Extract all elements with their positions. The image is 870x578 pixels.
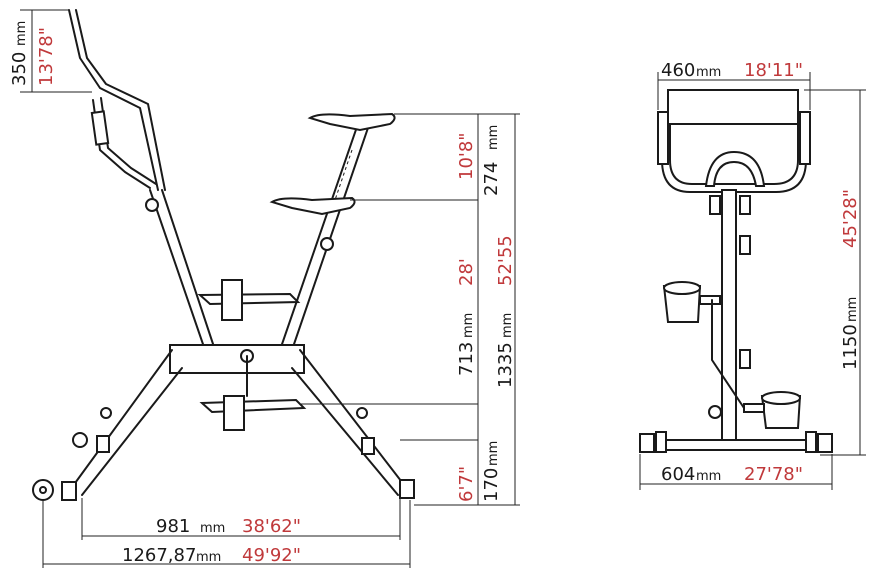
- rear-leg: [299, 349, 409, 491]
- frame-body: [169, 344, 305, 374]
- dim-seat-mid-unit: mm: [461, 313, 476, 338]
- seat-lower: [269, 196, 356, 216]
- front-leg: [69, 349, 173, 491]
- dim-foot-inch: 6'7": [456, 466, 477, 502]
- dim-front-height-unit: mm: [845, 297, 860, 322]
- dim-handle-unit: mm: [14, 21, 29, 46]
- dim-handle-width-unit: mm: [696, 65, 721, 80]
- handlebar-outer: [68, 9, 159, 191]
- dim-handle-width-inch: 18'11": [744, 60, 803, 81]
- dim-seat-top-mm: 274: [481, 162, 502, 196]
- dim-handle-inch: 13'78": [36, 27, 57, 86]
- seat-upper: [307, 112, 396, 132]
- front-view-bike: [639, 89, 833, 453]
- dim-total-height-mm: 1335: [495, 342, 516, 388]
- foot-front: [61, 481, 77, 501]
- dim-front-height-inch: 45'28": [840, 189, 861, 248]
- handlebar-inner: [75, 9, 166, 191]
- knob-icon: [145, 198, 159, 212]
- dim-base-width-inch: 27'78": [744, 464, 803, 485]
- dim-base-width-mm: 604: [661, 464, 695, 485]
- dim-total-height-inch: 52'55: [495, 235, 516, 286]
- front-base: [659, 439, 813, 451]
- dim-total-height-unit: mm: [500, 313, 515, 338]
- side-view-bike: [32, 9, 415, 501]
- front-seat: [704, 150, 766, 187]
- pedal-lower: [199, 398, 307, 414]
- dim-total-length-inch: 49'92": [242, 545, 301, 566]
- knob-icon: [320, 237, 334, 251]
- dim-inner-length-unit: mm: [200, 521, 225, 536]
- dim-handle-mm: 350: [9, 52, 30, 86]
- pedal-upper: [197, 292, 301, 306]
- dim-inner-length-mm: 981: [156, 516, 190, 537]
- front-dimensions: 460 mm 18'11" 45'28" 1150 mm 604 mm 27'7…: [639, 60, 866, 490]
- front-column: [149, 189, 206, 351]
- dim-inner-length-inch: 38'62": [242, 516, 301, 537]
- dim-front-height-mm: 1150: [840, 324, 861, 370]
- dim-seat-mid-mm: 713: [456, 342, 477, 376]
- dim-total-length-mm: 1267,87: [122, 545, 196, 566]
- dim-total-length-unit: mm: [196, 550, 221, 565]
- dim-handle-width-mm: 460: [661, 60, 695, 81]
- dim-base-width-unit: mm: [696, 469, 721, 484]
- front-console: [667, 89, 799, 125]
- dim-seat-mid-inch: 28': [456, 258, 477, 286]
- handle-grip: [90, 110, 110, 146]
- foot-rear: [399, 479, 415, 499]
- side-dimensions: 350 mm 13'78" 10'8" 274 mm 28' 713 mm 52…: [9, 9, 520, 568]
- front-column: [721, 189, 737, 441]
- dim-seat-top-unit: mm: [486, 125, 501, 150]
- dim-foot-unit: mm: [486, 441, 501, 466]
- seat-post: [279, 117, 361, 351]
- dim-seat-top-inch: 10'8": [456, 132, 477, 180]
- dim-foot-mm: 170: [481, 468, 502, 502]
